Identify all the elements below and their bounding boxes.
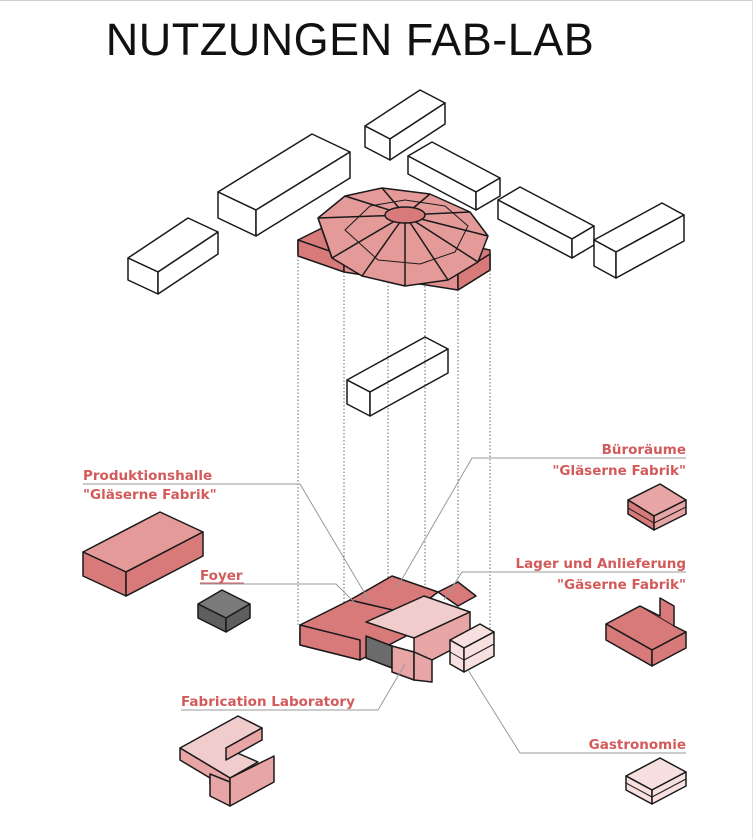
label-gastronomie: Gastronomie (589, 737, 686, 753)
svg-text:"Gäserne Fabrik": "Gäserne Fabrik" (557, 577, 686, 593)
context-block-north (364, 89, 446, 161)
label-bueroraeume: Büroräume "Gläserne Fabrik" (552, 442, 686, 479)
svg-text:Gastronomie: Gastronomie (589, 737, 686, 753)
svg-text:Produktionshalle: Produktionshalle (83, 468, 212, 484)
svg-text:"Gläserne Fabrik": "Gläserne Fabrik" (552, 463, 686, 479)
component-produktionshalle (82, 511, 204, 597)
page-title: NUTZUNGEN FAB-LAB (105, 14, 595, 65)
svg-text:Lager und Anlieferung: Lager und Anlieferung (515, 556, 686, 572)
leader-lines (83, 457, 686, 754)
context-block-east-1 (407, 141, 501, 211)
label-fablab: Fabrication Laboratory (181, 694, 355, 710)
label-foyer: Foyer (200, 568, 244, 584)
svg-text:"Gläserne Fabrik": "Gläserne Fabrik" (83, 487, 217, 503)
context-buildings-top (127, 89, 685, 295)
context-block-east-3 (593, 202, 685, 279)
assembled-building (299, 575, 495, 683)
component-lager (605, 597, 687, 667)
component-fablab (179, 715, 275, 807)
label-lager: Lager und Anlieferung "Gäserne Fabrik" (515, 556, 686, 593)
svg-text:Foyer: Foyer (200, 568, 243, 584)
component-gastronomie (625, 757, 687, 805)
label-produktionshalle: Produktionshalle "Gläserne Fabrik" (83, 468, 217, 503)
svg-text:Fabrication Laboratory: Fabrication Laboratory (181, 694, 355, 710)
svg-text:Büroräume: Büroräume (602, 442, 686, 458)
context-block-east-2 (497, 186, 595, 259)
component-foyer (197, 589, 251, 633)
component-bueroraeume (627, 483, 687, 531)
context-block-southwest (127, 217, 219, 295)
main-building-top (297, 187, 491, 291)
context-block-middle (346, 336, 449, 417)
context-block-west (217, 133, 351, 237)
